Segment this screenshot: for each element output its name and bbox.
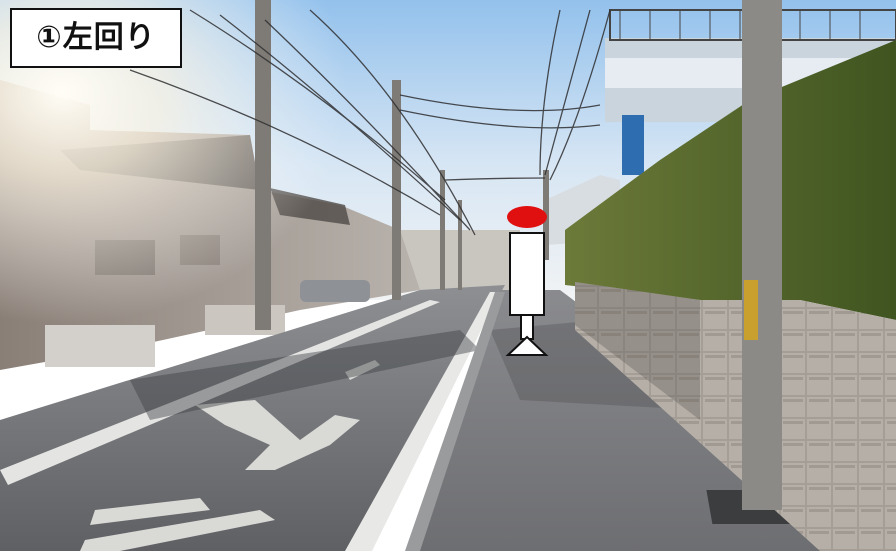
block-wall — [575, 282, 896, 551]
power-lines — [129, 9, 611, 236]
road-curb-line — [345, 292, 500, 551]
curb — [405, 292, 505, 551]
hedge — [565, 40, 896, 320]
road-marking-dash — [345, 360, 380, 380]
road-marking-arrow — [195, 400, 360, 470]
caption-box: ①左回り — [10, 8, 182, 68]
marker-head — [507, 206, 547, 228]
pole-sign — [744, 280, 758, 340]
utility-pole-3 — [440, 170, 445, 290]
wall-shadow — [575, 282, 700, 420]
road-shadow — [130, 330, 480, 420]
blue-sign — [622, 115, 644, 175]
marker-body — [509, 232, 545, 316]
utility-pole-right — [742, 0, 782, 510]
road-marking-bar-2 — [80, 510, 275, 551]
lane-edge-line — [0, 300, 440, 485]
position-marker — [505, 206, 549, 356]
utility-pole-1 — [255, 0, 271, 330]
marker-leg — [520, 314, 534, 340]
caption-label: ①左回り — [36, 20, 156, 55]
utility-pole-5 — [458, 200, 462, 290]
marker-base — [505, 335, 549, 356]
road-marking-bar — [90, 498, 210, 525]
